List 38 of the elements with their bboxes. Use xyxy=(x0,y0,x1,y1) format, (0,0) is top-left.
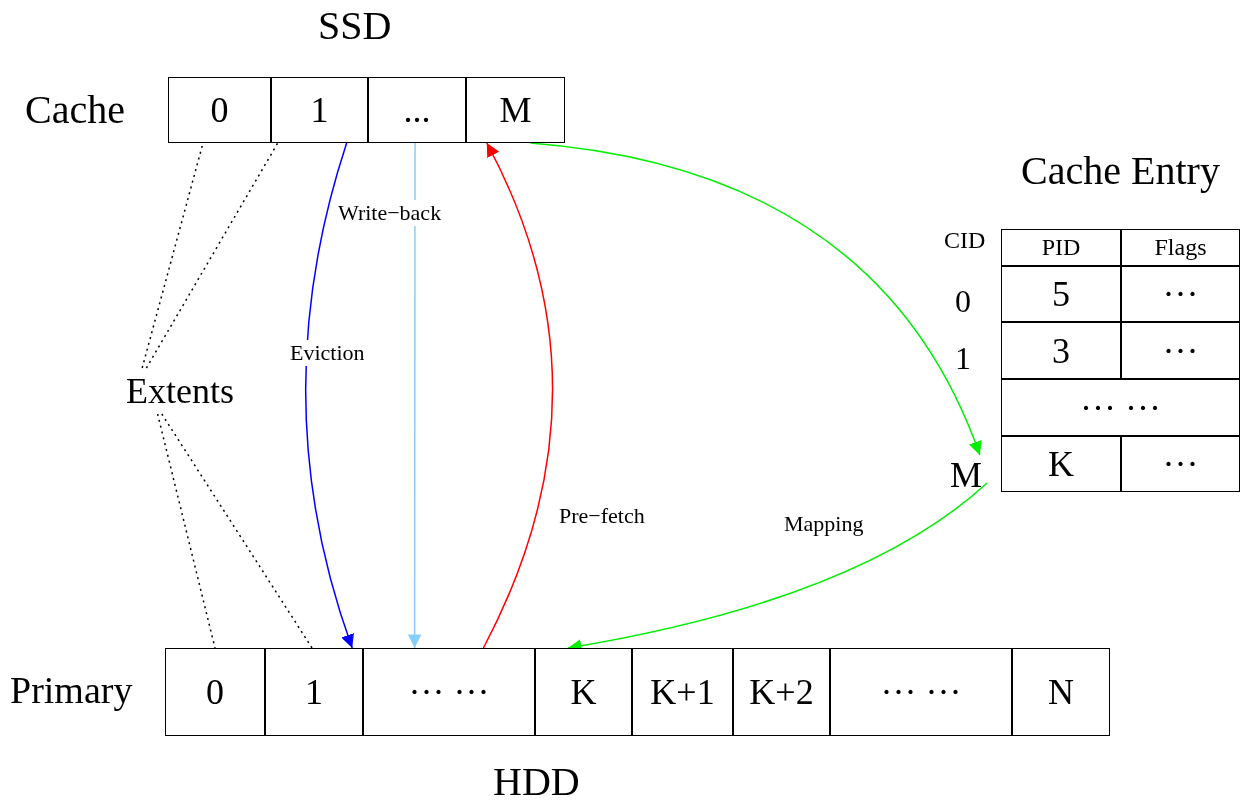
section-label: SSD xyxy=(318,2,392,49)
node-label: Extents xyxy=(110,368,250,414)
table-cell: 3 xyxy=(1001,322,1121,379)
memory-cell: ··· ··· xyxy=(830,648,1012,736)
table-cell: PID xyxy=(1001,229,1121,266)
memory-cell: K+1 xyxy=(632,648,733,736)
arrow xyxy=(407,142,422,649)
table-cell: 5 xyxy=(1001,266,1121,322)
column-header: CID xyxy=(944,227,986,254)
row-number: 1 xyxy=(955,340,971,377)
memory-cell: 1 xyxy=(265,648,363,736)
memory-cell: M xyxy=(466,77,565,143)
node-label: M xyxy=(945,455,987,495)
edge-label: Eviction xyxy=(288,340,367,366)
table-cell: ··· ··· xyxy=(1001,379,1240,436)
edge-label: Write−back xyxy=(336,200,444,226)
memory-cell: K xyxy=(535,648,632,736)
row-number: 0 xyxy=(955,283,971,320)
table-cell: Flags xyxy=(1121,229,1240,266)
table-cell: K xyxy=(1001,436,1121,492)
memory-cell: N xyxy=(1012,648,1110,736)
memory-cell: K+2 xyxy=(733,648,830,736)
leader-line xyxy=(161,413,313,649)
table-cell: ··· xyxy=(1121,322,1240,379)
memory-cell: 0 xyxy=(165,648,265,736)
section-label: HDD xyxy=(493,758,580,803)
memory-cell: ... xyxy=(368,77,466,143)
memory-cell: ··· ··· xyxy=(363,648,535,736)
leader-line xyxy=(145,142,279,369)
memory-cell: 1 xyxy=(271,77,368,143)
section-label: Primary xyxy=(10,668,133,712)
table-cell: ··· xyxy=(1121,436,1240,492)
memory-cell: 0 xyxy=(168,77,271,143)
arrow xyxy=(482,142,554,649)
section-label: Cache xyxy=(25,86,125,133)
table-title: Cache Entry xyxy=(1020,147,1221,194)
table-cell: ··· xyxy=(1121,266,1240,322)
arrow xyxy=(304,142,355,649)
